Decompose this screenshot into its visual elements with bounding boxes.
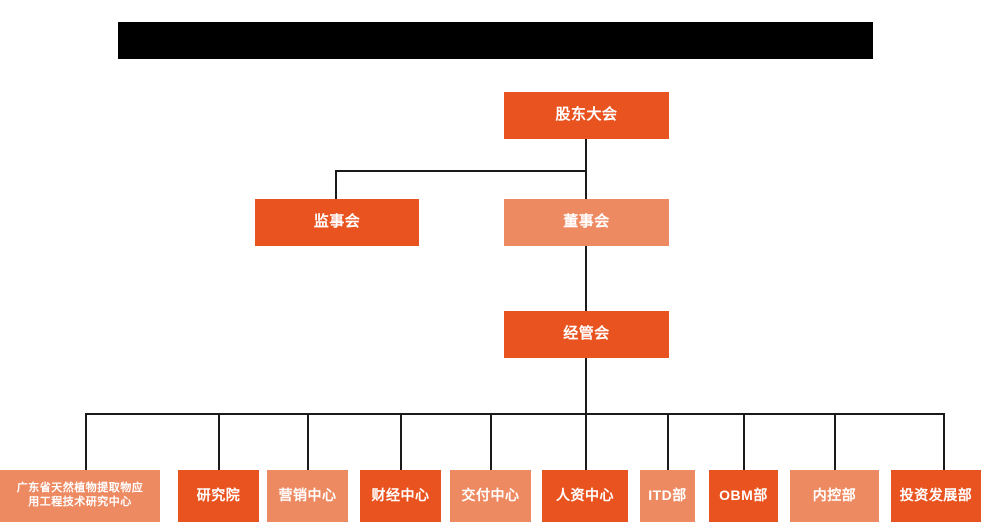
node-finance-center[interactable]: 财经中心: [360, 470, 441, 522]
node-label-line2: 用工程技术研究中心: [28, 496, 132, 508]
connector-drop-obm-dept: [743, 413, 745, 470]
connector-drop-hr-center: [585, 413, 587, 470]
connector-management-down: [585, 357, 587, 415]
connector-drop-marketing-center: [307, 413, 309, 470]
connector-drop-research-institute: [218, 413, 220, 470]
connector-level2-horizontal: [335, 170, 587, 172]
connector-drop-delivery-center: [490, 413, 492, 470]
connector-board-to-management: [585, 245, 587, 311]
node-label-line1: 广东省天然植物提取物应: [16, 482, 144, 495]
node-investment-development-department[interactable]: 投资发展部: [891, 470, 981, 522]
node-shareholders-meeting[interactable]: 股东大会: [504, 92, 669, 139]
connector-board-drop: [585, 170, 587, 200]
node-obm-department[interactable]: OBM部: [709, 470, 778, 522]
node-research-institute[interactable]: 研究院: [178, 470, 259, 522]
node-board-of-directors[interactable]: 董事会: [504, 199, 669, 246]
node-marketing-center[interactable]: 营销中心: [267, 470, 348, 522]
node-internal-control-department[interactable]: 内控部: [790, 470, 879, 522]
node-guangdong-rd-center[interactable]: 广东省天然植物提取物应 用工程技术研究中心: [0, 470, 160, 522]
node-itd-department[interactable]: ITD部: [640, 470, 695, 522]
node-supervisory-board[interactable]: 监事会: [255, 199, 419, 246]
redacted-title-banner: [118, 22, 873, 59]
connector-level4-bus: [85, 413, 944, 415]
connector-shareholders-down: [585, 138, 587, 172]
connector-drop-rd-center: [85, 413, 87, 470]
connector-supervisory-drop: [335, 170, 337, 200]
connector-drop-finance-center: [400, 413, 402, 470]
connector-drop-investment-development-dept: [943, 413, 945, 470]
connector-drop-itd-dept: [667, 413, 669, 470]
node-management-committee[interactable]: 经管会: [504, 311, 669, 358]
node-delivery-center[interactable]: 交付中心: [450, 470, 531, 522]
node-hr-center[interactable]: 人资中心: [542, 470, 628, 522]
connector-drop-internal-control-dept: [834, 413, 836, 470]
